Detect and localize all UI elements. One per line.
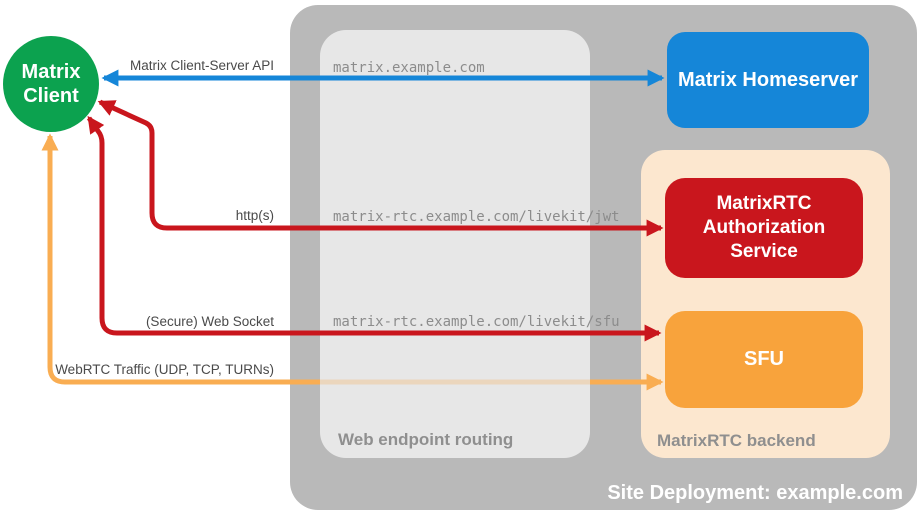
site-deployment-title: Site Deployment: example.com bbox=[607, 482, 903, 504]
matrixrtc-backend-label: MatrixRTC backend bbox=[657, 431, 816, 450]
sfu-label: SFU bbox=[744, 348, 784, 370]
websocket-label: (Secure) Web Socket bbox=[145, 314, 274, 329]
matrixrtc-authorization-service-node: MatrixRTC Authorization Service bbox=[665, 178, 863, 278]
sfu-node: SFU bbox=[665, 311, 863, 408]
endpoint-livekit-sfu: matrix-rtc.example.com/livekit/sfu bbox=[333, 314, 620, 330]
webrtc-traffic-label: WebRTC Traffic (UDP, TCP, TURNs) bbox=[55, 362, 274, 377]
endpoint-matrix-example-com: matrix.example.com bbox=[333, 60, 485, 76]
matrixrtc-authorization-service-label: MatrixRTC Authorization Service bbox=[702, 193, 826, 262]
web-endpoint-routing-box: Web endpoint routing bbox=[320, 30, 590, 458]
matrix-client-node: Matrix Client bbox=[3, 36, 99, 132]
endpoint-livekit-jwt: matrix-rtc.example.com/livekit/jwt bbox=[333, 209, 620, 225]
web-endpoint-routing-label: Web endpoint routing bbox=[338, 430, 514, 449]
matrix-homeserver-label: Matrix Homeserver bbox=[677, 68, 859, 91]
matrix-client-label: Matrix Client bbox=[21, 61, 81, 107]
client-server-api-label: Matrix Client-Server API bbox=[129, 58, 274, 73]
matrix-homeserver-node: Matrix Homeserver bbox=[667, 32, 869, 128]
https-label: http(s) bbox=[235, 208, 274, 223]
